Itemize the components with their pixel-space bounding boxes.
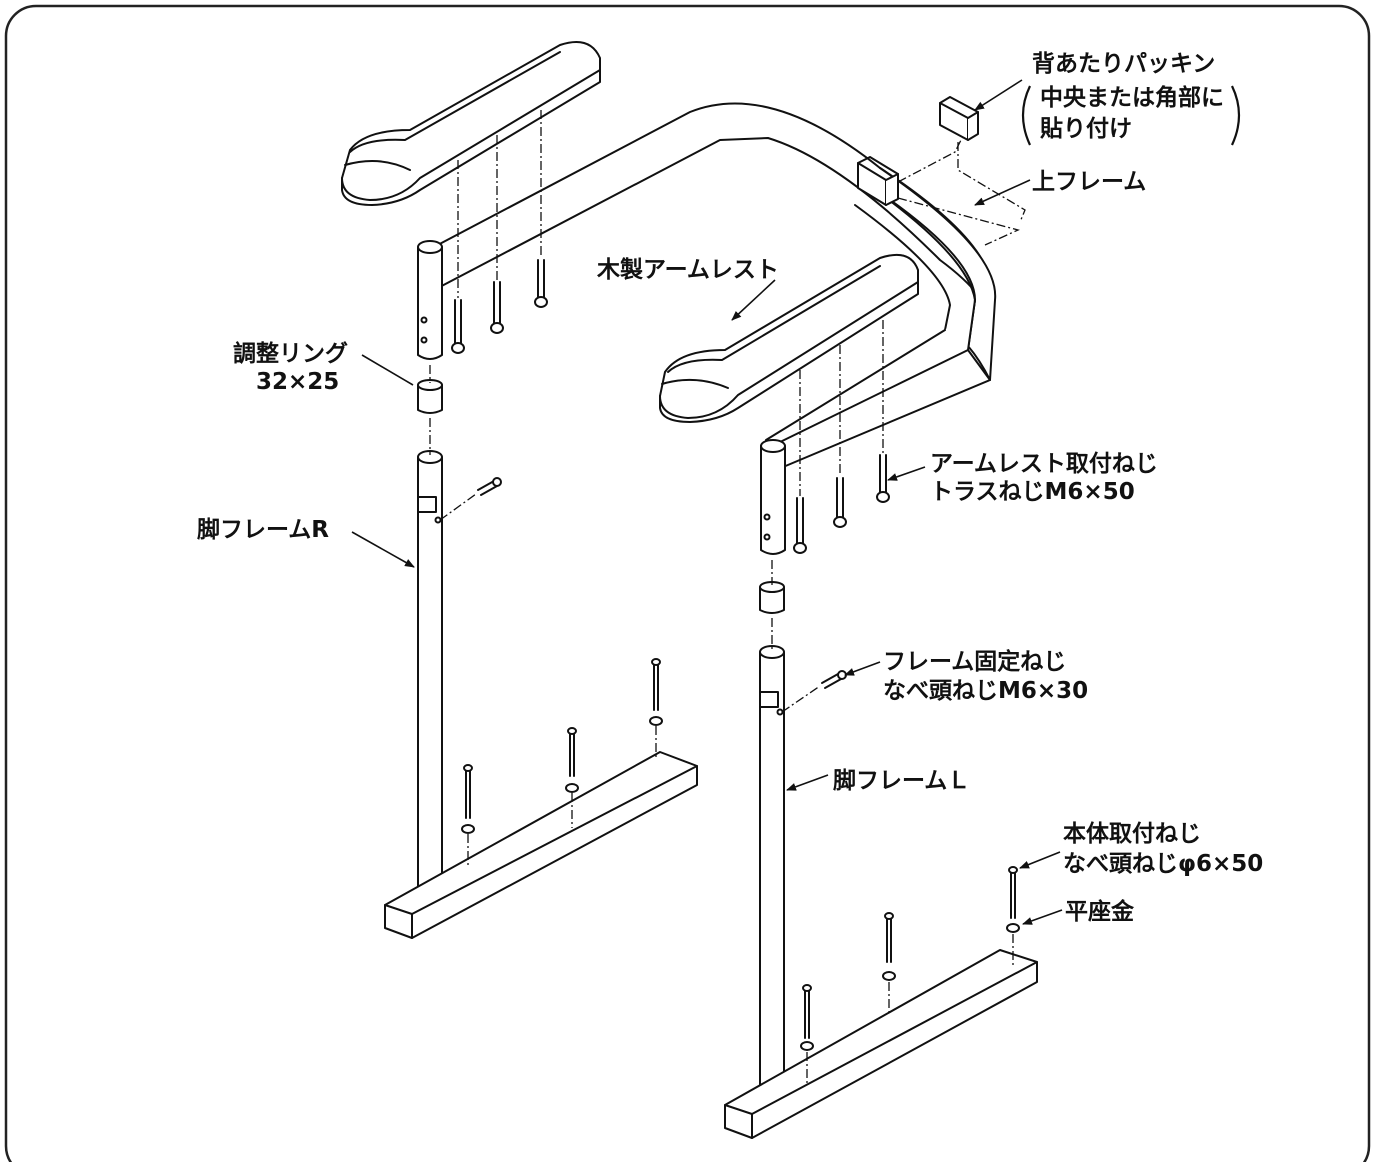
adjust-ring-right [417, 379, 443, 414]
label-leg-frame-l: 脚フレームＬ [833, 768, 971, 794]
adjust-ring-left [759, 581, 785, 614]
note-brackets [1021, 85, 1241, 146]
label-adjust-ring: 調整リング [233, 341, 348, 367]
back-packing-pad-on-frame [857, 156, 899, 206]
label-frame-fix-screw: フレーム固定ねじ [883, 649, 1067, 675]
upper-frame-post-left [760, 439, 786, 555]
body-screws-l [800, 866, 1020, 1051]
label-flat-washer: 平座金 [1065, 899, 1134, 925]
armrest-screws-right [451, 259, 548, 354]
back-packing-pad-loose [939, 96, 979, 141]
label-back-packing-note: 中央または角部に [1040, 85, 1224, 111]
body-screws-r [461, 658, 663, 834]
panel-border [4, 4, 1371, 1162]
frame-fix-screw-l [821, 670, 847, 689]
leg-frame-l [724, 645, 1038, 1139]
alignment-lines [429, 110, 1026, 1086]
leg-frame-r [384, 450, 698, 939]
label-armrest-screw-spec: トラスねじM6×50 [930, 479, 1135, 505]
upper-frame-post-right [417, 240, 443, 360]
label-leg-frame-r: 脚フレームR [197, 517, 330, 543]
armrest-right [341, 41, 601, 206]
label-back-packing: 背あたりパッキン [1032, 51, 1216, 77]
frame-fix-screw-r [477, 477, 502, 496]
armrest-screws-left [793, 454, 890, 554]
label-adjust-ring-size: 32×25 [256, 369, 340, 395]
label-frame-fix-screw-spec: なべ頭ねじM6×30 [883, 678, 1089, 704]
leader-lines [351, 79, 1063, 925]
label-armrest-screw: アームレスト取付ねじ [930, 451, 1158, 477]
armrest-left [659, 254, 919, 423]
label-body-screw-spec: なべ頭ねじφ6×50 [1063, 851, 1264, 877]
label-body-screw: 本体取付ねじ [1063, 821, 1201, 847]
label-back-packing-note-2: 貼り付け [1040, 116, 1132, 142]
label-wooden-armrest: 木製アームレスト [597, 257, 779, 283]
label-upper-frame: 上フレーム [1032, 169, 1147, 195]
